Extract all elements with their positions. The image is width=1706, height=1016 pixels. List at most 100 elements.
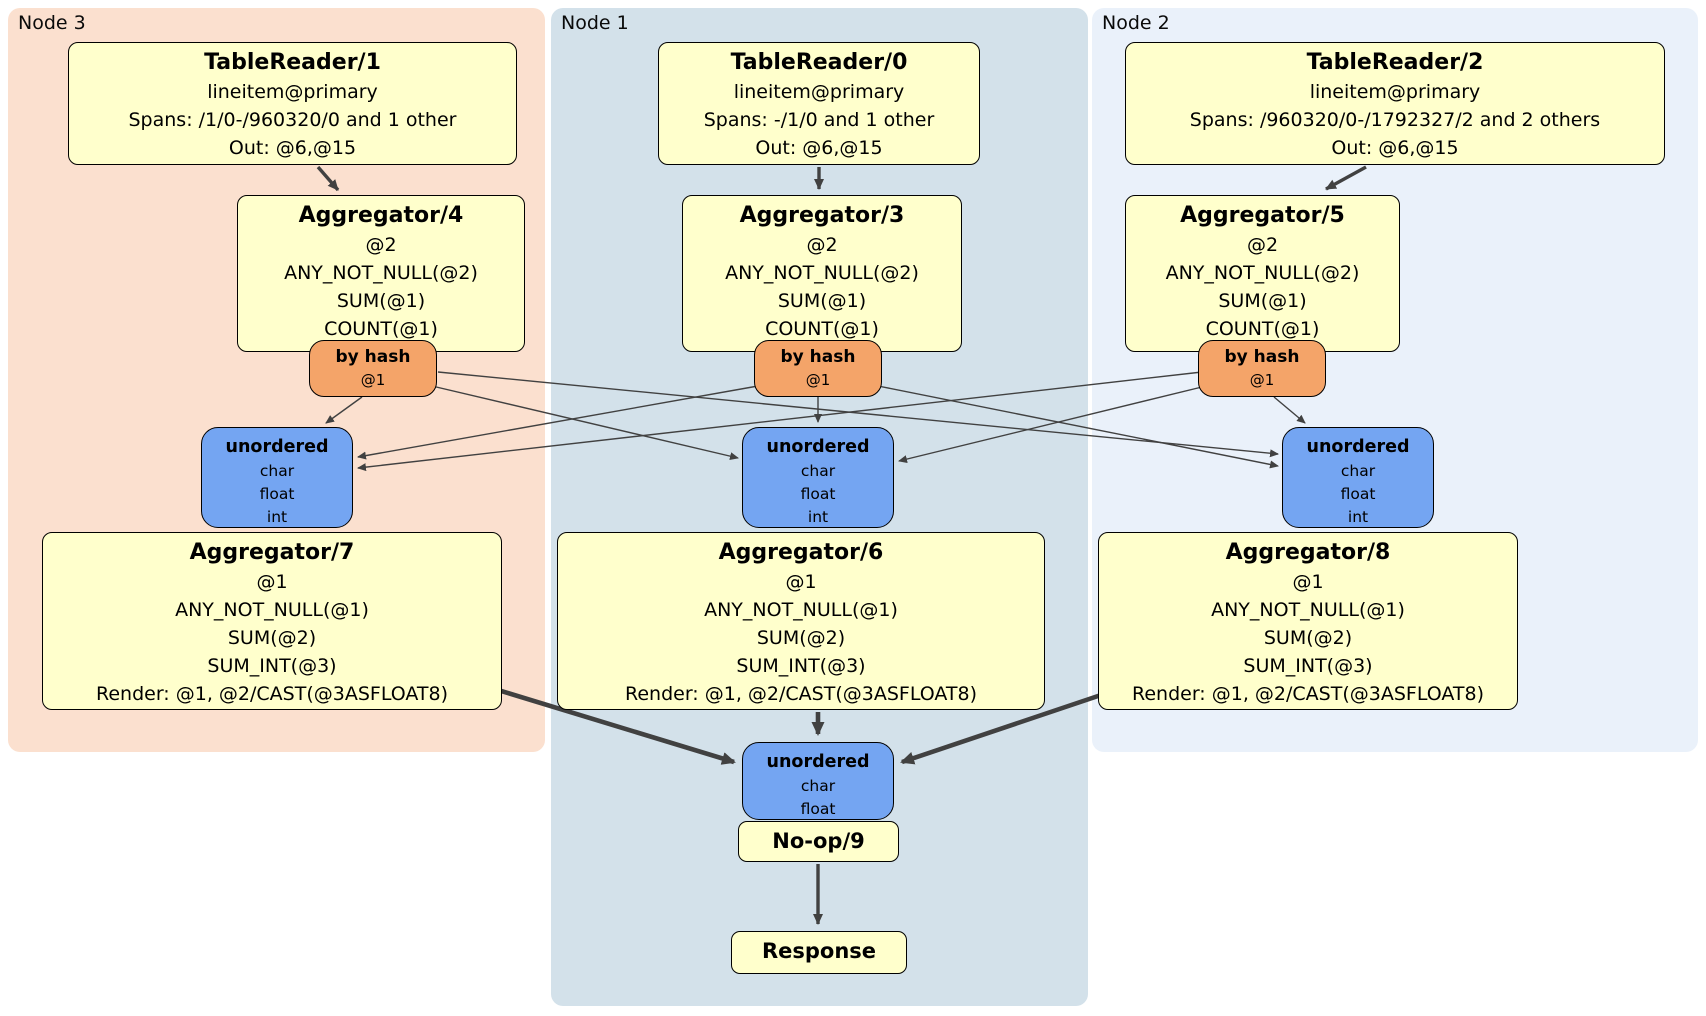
sync-unordered-final: unordered char float <box>742 742 894 820</box>
sync-type: int <box>266 508 288 526</box>
agg-group-cols: @1 <box>1292 571 1324 593</box>
processor-aggregator-5: Aggregator/5 @2 ANY_NOT_NULL(@2) SUM(@1)… <box>1125 195 1400 352</box>
edge-tr2-agg5 <box>1325 165 1367 191</box>
agg-fn: SUM(@2) <box>756 627 846 649</box>
response-box: Response <box>731 931 907 974</box>
sync-unordered-left: unordered char float int <box>201 427 353 528</box>
processor-tablereader-1: TableReader/1 lineitem@primary Spans: /1… <box>68 42 517 165</box>
sync-type: char <box>1340 462 1376 480</box>
agg-group-cols: @2 <box>365 234 397 256</box>
agg-fn: ANY_NOT_NULL(@1) <box>175 599 369 621</box>
router-by-hash-mid: by hash @1 <box>754 340 882 397</box>
edge-hashR-syncR <box>1273 396 1306 424</box>
sync-type: char <box>800 777 836 795</box>
processor-spans: Spans: /960320/0-/1792327/2 and 2 others <box>1189 109 1601 131</box>
agg-fn: SUM_INT(@3) <box>1243 655 1373 677</box>
processor-noop-9: No-op/9 <box>738 821 899 862</box>
response-title: Response <box>761 939 877 963</box>
processor-tablereader-0: TableReader/0 lineitem@primary Spans: -/… <box>658 42 980 165</box>
sync-unordered-right: unordered char float int <box>1282 427 1434 528</box>
panel-node1-label: Node 1 <box>561 12 629 34</box>
agg-fn: ANY_NOT_NULL(@2) <box>1165 262 1360 284</box>
agg-fn: COUNT(@1) <box>1205 318 1320 340</box>
sync-title: unordered <box>1306 437 1410 457</box>
sync-type: float <box>800 800 836 818</box>
processor-title: No-op/9 <box>772 829 865 853</box>
processor-title: TableReader/2 <box>1306 50 1484 75</box>
agg-fn: SUM_INT(@3) <box>736 655 866 677</box>
panel-node3-label: Node 3 <box>18 12 86 34</box>
agg-fn: COUNT(@1) <box>765 318 879 340</box>
processor-title: Aggregator/8 <box>1225 540 1391 565</box>
edge-hashR-syncM <box>898 385 1207 463</box>
edge-agg7-syncfinal <box>497 687 736 765</box>
agg-render: Render: @1, @2/CAST(@3ASFLOAT8) <box>96 683 448 705</box>
processor-aggregator-7: Aggregator/7 @1 ANY_NOT_NULL(@1) SUM(@2)… <box>42 532 502 710</box>
processor-out: Out: @6,@15 <box>1331 137 1459 159</box>
processor-out: Out: @6,@15 <box>755 137 883 159</box>
processor-title: Aggregator/6 <box>718 540 884 565</box>
sync-type: float <box>259 485 295 503</box>
agg-render: Render: @1, @2/CAST(@3ASFLOAT8) <box>625 683 977 705</box>
agg-fn: ANY_NOT_NULL(@1) <box>1211 599 1405 621</box>
sync-type: float <box>1340 485 1376 503</box>
agg-group-cols: @2 <box>806 234 838 256</box>
router-by-hash-right: by hash @1 <box>1198 340 1326 397</box>
router-cols: @1 <box>805 371 831 389</box>
agg-group-cols: @2 <box>1246 234 1279 256</box>
processor-aggregator-8: Aggregator/8 @1 ANY_NOT_NULL(@1) SUM(@2)… <box>1098 532 1518 710</box>
router-cols: @1 <box>360 371 386 389</box>
agg-fn: COUNT(@1) <box>324 318 438 340</box>
processor-spans: Spans: /1/0-/960320/0 and 1 other <box>128 109 457 131</box>
processor-aggregator-3: Aggregator/3 @2 ANY_NOT_NULL(@2) SUM(@1)… <box>682 195 962 352</box>
agg-fn: ANY_NOT_NULL(@1) <box>704 599 898 621</box>
agg-fn: SUM_INT(@3) <box>207 655 337 677</box>
processor-out: Out: @6,@15 <box>228 137 357 159</box>
processor-title: TableReader/1 <box>204 50 381 75</box>
processor-title: TableReader/0 <box>730 50 908 75</box>
sync-type: int <box>1347 508 1369 526</box>
edge-hashL-syncM <box>431 385 739 461</box>
processor-title: Aggregator/5 <box>1180 203 1345 228</box>
processor-index: lineitem@primary <box>207 81 378 103</box>
router-title: by hash <box>780 347 856 367</box>
agg-fn: SUM(@1) <box>777 290 867 312</box>
panel-node2-label: Node 2 <box>1102 12 1170 34</box>
processor-index: lineitem@primary <box>733 81 905 103</box>
processor-title: Aggregator/4 <box>298 203 464 228</box>
processor-index: lineitem@primary <box>1309 81 1481 103</box>
agg-group-cols: @1 <box>256 571 288 593</box>
sync-type: int <box>807 508 829 526</box>
agg-fn: SUM(@2) <box>1263 627 1353 649</box>
processor-tablereader-2: TableReader/2 lineitem@primary Spans: /9… <box>1125 42 1665 165</box>
processor-title: Aggregator/7 <box>189 540 355 565</box>
edge-agg8-syncfinal <box>900 691 1105 765</box>
agg-fn: SUM(@1) <box>336 290 426 312</box>
edge-hashR-syncL <box>357 371 1203 472</box>
sync-type: char <box>800 462 836 480</box>
processor-spans: Spans: -/1/0 and 1 other <box>703 109 935 131</box>
router-title: by hash <box>335 347 411 367</box>
agg-fn: SUM(@1) <box>1218 290 1307 312</box>
agg-fn: SUM(@2) <box>227 627 317 649</box>
agg-fn: ANY_NOT_NULL(@2) <box>725 262 919 284</box>
edge-tr1-agg4 <box>316 165 340 192</box>
sync-unordered-mid: unordered char float int <box>742 427 894 528</box>
router-cols: @1 <box>1249 371 1275 389</box>
router-title: by hash <box>1224 347 1300 367</box>
edge-hashM-syncR <box>877 385 1279 469</box>
agg-render: Render: @1, @2/CAST(@3ASFLOAT8) <box>1132 683 1484 705</box>
processor-aggregator-6: Aggregator/6 @1 ANY_NOT_NULL(@1) SUM(@2)… <box>557 532 1045 710</box>
sync-title: unordered <box>766 752 870 772</box>
edge-hashM-syncL <box>357 385 759 460</box>
sync-title: unordered <box>225 437 329 457</box>
sync-title: unordered <box>766 437 870 457</box>
agg-group-cols: @1 <box>785 571 817 593</box>
sync-type: char <box>259 462 295 480</box>
processor-title: Aggregator/3 <box>739 203 905 228</box>
sync-type: float <box>800 485 836 503</box>
edge-hashL-syncR <box>437 371 1279 458</box>
processor-aggregator-4: Aggregator/4 @2 ANY_NOT_NULL(@2) SUM(@1)… <box>237 195 525 352</box>
